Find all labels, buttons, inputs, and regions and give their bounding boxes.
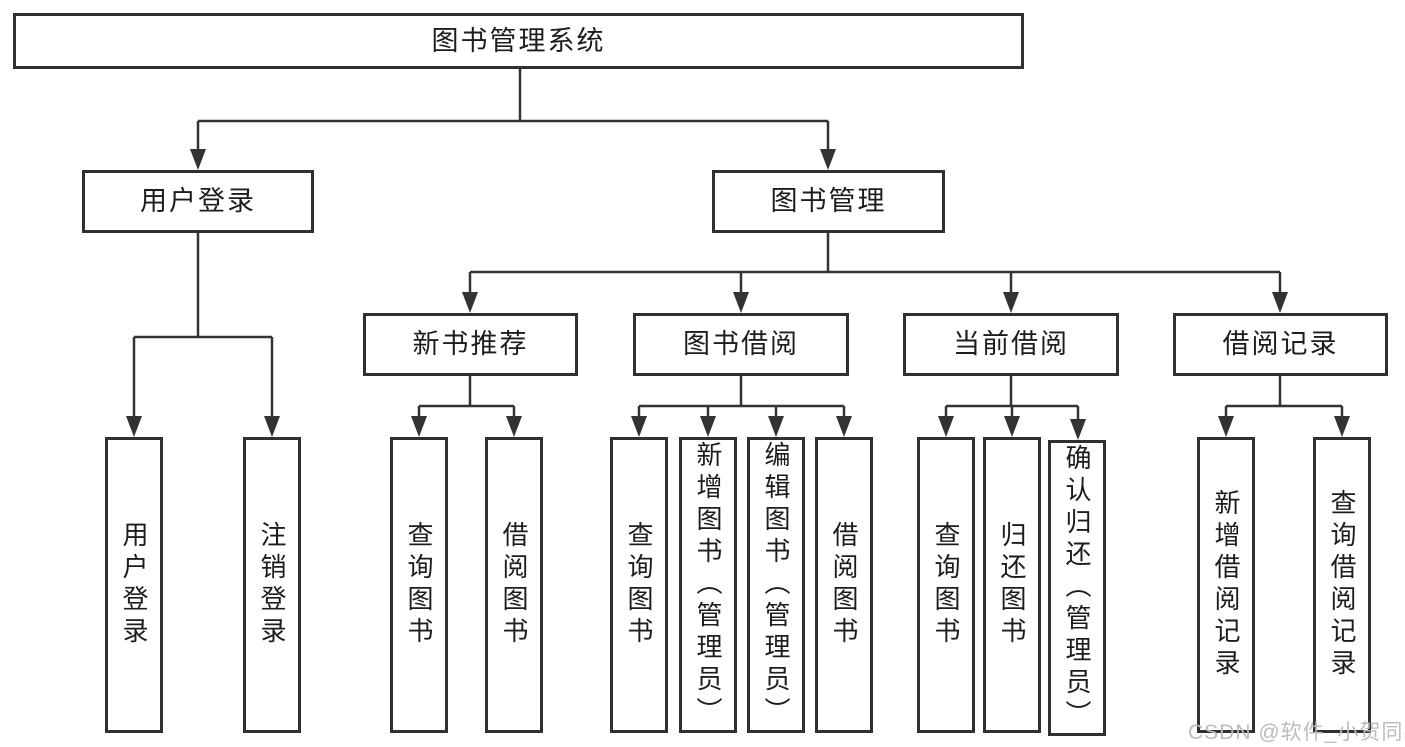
node-label: 借阅图书: [499, 521, 529, 649]
node-label: 图书借阅: [683, 329, 799, 360]
node-label: 查询图书: [404, 521, 434, 649]
leaf-confirm-return-admin: 确认归还（管理员）: [1048, 440, 1106, 736]
node-label: 新增借阅记录: [1211, 489, 1241, 681]
leaf-user-login: 用户登录: [105, 437, 163, 733]
leaf-query-books-current: 查询图书: [917, 437, 975, 733]
node-label: 查询借阅记录: [1327, 489, 1357, 681]
node-borrowing-records: 借阅记录: [1173, 313, 1388, 376]
leaf-logout: 注销登录: [243, 437, 301, 733]
leaf-borrow-books-recommend: 借阅图书: [485, 437, 543, 733]
node-book-management: 图书管理: [712, 170, 945, 233]
leaf-borrow-books-borrowing: 借阅图书: [815, 437, 873, 733]
node-label: 借阅记录: [1222, 329, 1339, 360]
node-label: 用户登录: [140, 186, 256, 217]
node-user-login: 用户登录: [82, 170, 314, 233]
node-label: 查询图书: [624, 521, 654, 649]
node-book-borrowing: 图书借阅: [633, 313, 849, 376]
leaf-edit-book-admin: 编辑图书（管理员）: [747, 437, 805, 733]
node-label: 图书管理系统: [431, 25, 606, 56]
leaf-query-books-borrowing: 查询图书: [610, 437, 668, 733]
arrowheads: [126, 149, 1350, 440]
node-label: 归还图书: [997, 521, 1027, 649]
node-label: 用户登录: [119, 521, 149, 649]
leaf-query-books-recommend: 查询图书: [390, 437, 448, 733]
leaf-return-books: 归还图书: [983, 437, 1041, 733]
node-label: 新增图书（管理员）: [693, 441, 723, 729]
node-label: 查询图书: [931, 521, 961, 649]
node-label: 借阅图书: [829, 521, 859, 649]
node-label: 确认归还（管理员）: [1062, 444, 1092, 732]
leaf-query-borrow-record: 查询借阅记录: [1313, 437, 1371, 733]
leaf-add-borrow-record: 新增借阅记录: [1197, 437, 1255, 733]
node-label: 新书推荐: [412, 329, 529, 360]
node-label: 当前借阅: [953, 329, 1069, 360]
node-label: 注销登录: [257, 521, 287, 649]
node-label: 图书管理: [770, 186, 887, 217]
csdn-watermark: CSDN @软件_小贺同学: [1188, 721, 1405, 744]
node-current-borrowing: 当前借阅: [903, 313, 1119, 376]
node-label: 编辑图书（管理员）: [761, 441, 791, 729]
node-new-book-recommend: 新书推荐: [363, 313, 578, 376]
node-root-system: 图书管理系统: [13, 13, 1024, 69]
leaf-add-book-admin: 新增图书（管理员）: [679, 437, 737, 733]
